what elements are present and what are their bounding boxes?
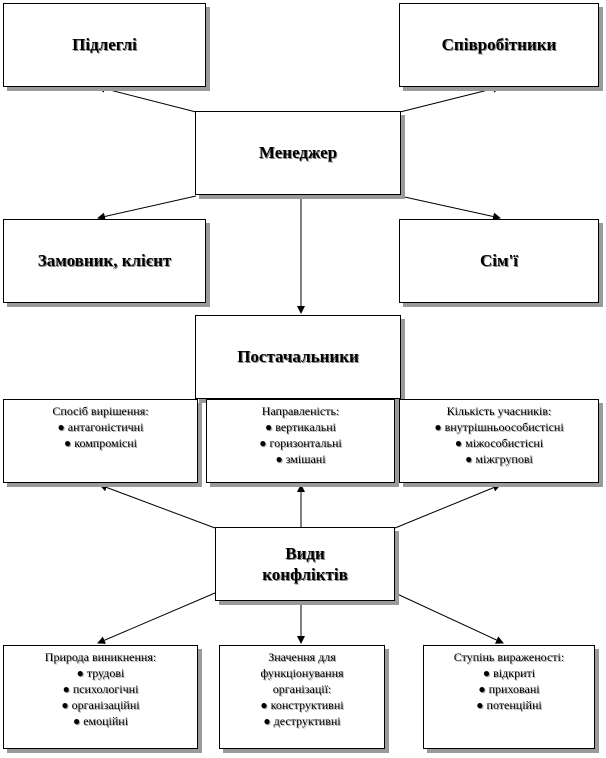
direction-list: вертикальні горизонтальні змішані xyxy=(259,419,342,467)
conflict-types-box: Види конфліктів xyxy=(215,527,395,601)
participants-item: міжособистісні xyxy=(434,435,563,451)
arrow-to-origin xyxy=(97,592,216,644)
resolution-item: антагоністичні xyxy=(58,419,144,435)
subordinates-box: Підлеглі xyxy=(3,3,206,87)
participants-heading: Кількість учасників: xyxy=(446,404,552,418)
significance-box: Значення для функціонування організації:… xyxy=(219,645,385,749)
conflict-types-label: Види конфліктів xyxy=(262,543,348,584)
participants-box: Кількість учасників: внутрішньоособистіс… xyxy=(399,399,599,483)
arrow-to-family xyxy=(399,195,501,221)
customer-label: Замовник, клієнт xyxy=(37,251,172,271)
manager-label: Менеджер xyxy=(258,143,338,163)
arrow-to-subordinates xyxy=(97,84,197,113)
resolution-item: компромісні xyxy=(58,435,144,451)
origin-list: трудові психологічні організаційні емоці… xyxy=(61,665,140,729)
family-box: Сім'ї xyxy=(399,219,599,303)
significance-item: деструктивні xyxy=(260,713,343,729)
direction-box: Направленість: вертикальні горизонтальні… xyxy=(206,399,395,483)
significance-list: конструктивні деструктивні xyxy=(260,697,344,729)
arrow-to-customer xyxy=(97,195,197,221)
participants-item: міжгрупові xyxy=(434,451,563,467)
subordinates-label: Підлеглі xyxy=(72,35,137,55)
arrow-to-expression xyxy=(394,592,504,644)
customer-box: Замовник, клієнт xyxy=(3,219,206,303)
resolution-box: Спосіб вирішення: антагоністичні компром… xyxy=(3,399,198,483)
expression-heading: Ступінь вираженості: xyxy=(453,650,565,664)
origin-heading: Природа виникнення: xyxy=(44,650,157,664)
suppliers-box: Постачальники xyxy=(195,315,401,399)
significance-item: конструктивні xyxy=(260,697,344,713)
resolution-heading: Спосіб вирішення: xyxy=(52,404,149,418)
origin-box: Природа виникнення: трудові психологічні… xyxy=(3,645,198,749)
expression-list: відкриті приховані потенційні xyxy=(476,665,542,713)
origin-item: емоційні xyxy=(61,713,139,729)
direction-item: змішані xyxy=(259,451,341,467)
origin-item: психологічні xyxy=(61,681,139,697)
expression-box: Ступінь вираженості: відкриті приховані … xyxy=(423,645,595,749)
colleagues-label: Співробітники xyxy=(441,35,557,55)
arrow-to-participants xyxy=(394,483,501,529)
manager-box: Менеджер xyxy=(195,111,401,195)
direction-item: горизонтальні xyxy=(259,435,342,451)
origin-item: трудові xyxy=(61,665,139,681)
suppliers-label: Постачальники xyxy=(237,347,359,367)
family-label: Сім'ї xyxy=(479,251,519,271)
significance-heading: Значення для функціонування організації: xyxy=(260,650,344,696)
expression-item: відкриті xyxy=(476,665,541,681)
direction-item: вертикальні xyxy=(259,419,341,435)
direction-heading: Направленість: xyxy=(261,404,340,418)
expression-item: приховані xyxy=(476,681,541,697)
expression-item: потенційні xyxy=(476,697,542,713)
resolution-list: антагоністичні компромісні xyxy=(58,419,144,451)
participants-item: внутрішньоособистісні xyxy=(434,419,564,435)
colleagues-box: Співробітники xyxy=(399,3,599,87)
arrow-to-colleagues xyxy=(399,84,501,113)
participants-list: внутрішньоособистісні міжособистісні між… xyxy=(434,419,564,467)
origin-item: організаційні xyxy=(61,697,140,713)
arrow-to-resolution xyxy=(99,483,216,529)
